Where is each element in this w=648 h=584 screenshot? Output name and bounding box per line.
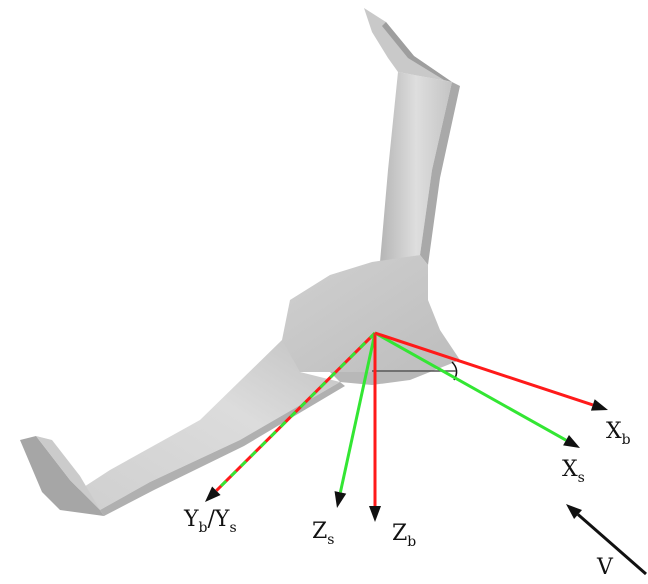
axis-xb	[374, 331, 608, 411]
axis-zb-arrowhead	[369, 506, 381, 522]
aircraft-model	[20, 8, 460, 516]
right-wing-shadow	[420, 82, 460, 265]
velocity-vector-arrowhead	[566, 504, 582, 520]
label-zb: Zb	[392, 521, 416, 550]
label-v: V	[596, 555, 614, 580]
axis-zs-arrowhead	[334, 491, 347, 508]
axes-group	[205, 331, 647, 576]
label-yb-ys: Yb/Ys	[183, 507, 237, 536]
label-zs: Zs	[312, 519, 334, 548]
axis-xb-arrowhead	[590, 399, 608, 411]
left-winglet-face	[36, 436, 100, 510]
right-wing	[380, 72, 452, 262]
right-winglet-edge	[382, 22, 452, 82]
axis-zs	[334, 332, 377, 508]
axis-zb	[369, 333, 381, 522]
left-wing	[70, 340, 340, 510]
left-winglet	[20, 436, 104, 516]
axis-yb-ys-arrowhead	[205, 486, 221, 502]
label-xb: Xb	[606, 419, 631, 448]
right-winglet	[364, 8, 452, 82]
center-body-lower	[330, 372, 430, 385]
left-wing-trailing-edge	[100, 382, 345, 516]
velocity-vector	[566, 504, 647, 576]
axis-xs	[374, 331, 580, 448]
axis-xs-arrowhead	[563, 434, 580, 448]
center-body	[280, 255, 460, 372]
label-xs: Xs	[562, 457, 585, 486]
axis-yb-ys	[205, 331, 377, 502]
